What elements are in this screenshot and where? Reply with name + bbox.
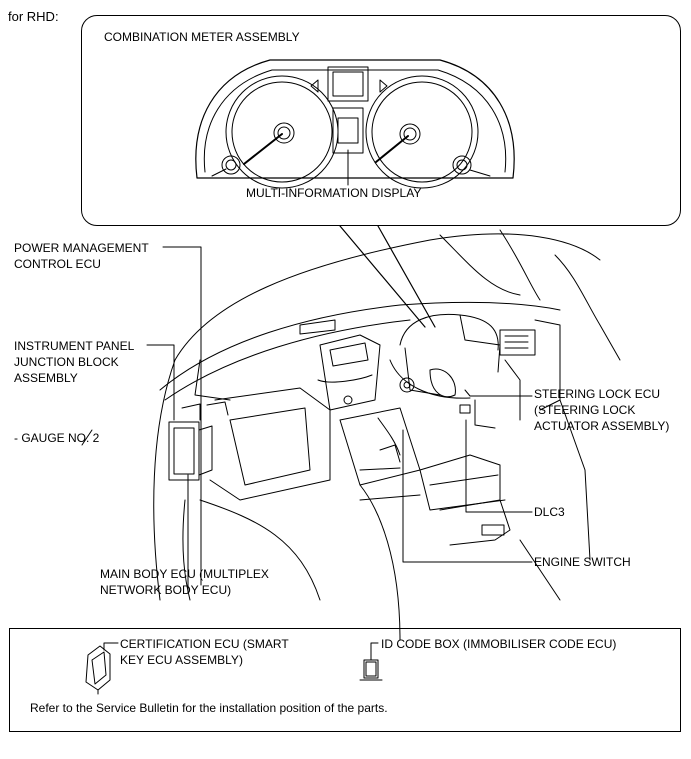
combination-meter-callout: [81, 15, 681, 226]
engine-switch-label: ENGINE SWITCH: [534, 555, 631, 569]
callout-pointer: [339, 225, 436, 328]
service-bulletin-note: Refer to the Service Bulletin for the in…: [30, 701, 388, 715]
leader-lines: [81, 246, 533, 661]
gauge-label: - GAUGE NO. 2: [14, 431, 100, 445]
id-code-box-label: ID CODE BOX (IMMOBILISER CODE ECU): [381, 637, 617, 651]
certification-ecu-label: CERTIFICATION ECU (SMART KEY ECU ASSEMBL…: [120, 637, 289, 667]
dlc3-label: DLC3: [534, 505, 565, 519]
legend-box: [9, 628, 681, 732]
id-code-box-icon: [359, 659, 383, 681]
variant-label: for RHD:: [8, 9, 59, 24]
multi-information-display-label: MULTI-INFORMATION DISPLAY: [246, 186, 422, 200]
instrument-panel-jb-label: INSTRUMENT PANEL JUNCTION BLOCK ASSEMBLY: [14, 339, 135, 385]
main-body-ecu-label: MAIN BODY ECU (MULTIPLEX NETWORK BODY EC…: [100, 567, 269, 597]
dashboard-drawing: [153, 229, 621, 641]
combination-meter-title: COMBINATION METER ASSEMBLY: [104, 30, 300, 44]
power-management-label: POWER MANAGEMENT CONTROL ECU: [14, 241, 149, 271]
cluster-drawing: [195, 59, 515, 189]
steering-lock-label: STEERING LOCK ECU (STEERING LOCK ACTUATO…: [534, 387, 670, 433]
certification-ecu-icon: [85, 645, 111, 695]
